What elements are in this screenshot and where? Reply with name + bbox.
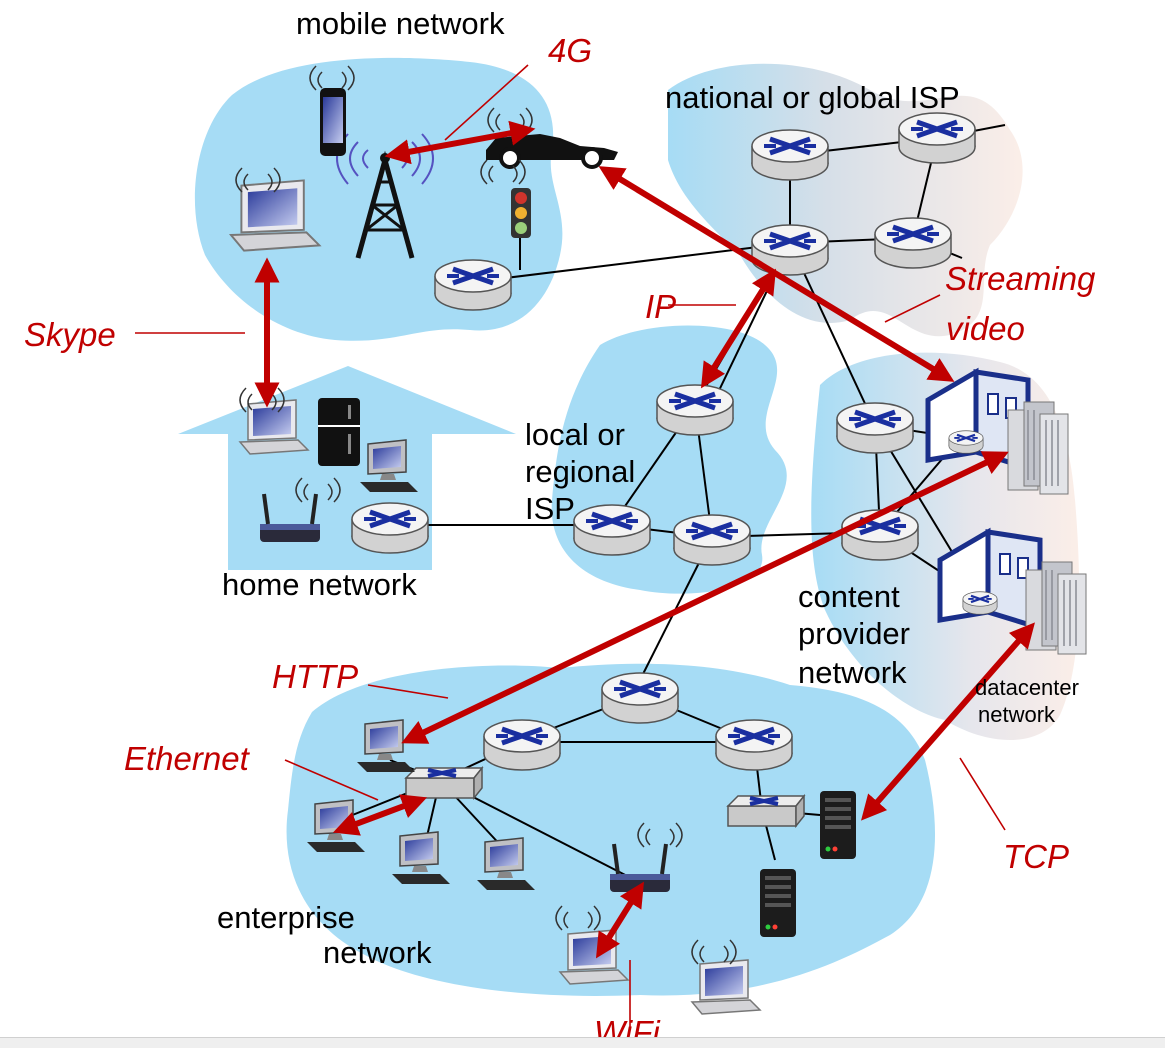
home-network-house [178, 366, 516, 570]
switch-icon [404, 766, 484, 800]
mobile-network-label: mobile network [296, 6, 505, 41]
server-rack-icon [1007, 401, 1069, 495]
router-icon [657, 385, 733, 435]
router-icon [837, 403, 913, 453]
car-icon [486, 134, 618, 169]
content-provider-label-line1: content [798, 579, 900, 614]
local-isp-label-line2: regional [525, 454, 635, 489]
protocol-label-video: video [946, 310, 1025, 347]
protocol-label-skype: Skype [24, 316, 116, 353]
router-icon [574, 505, 650, 555]
router-icon [435, 260, 511, 310]
router-icon [875, 218, 951, 268]
protocol-label-ip: IP [645, 288, 676, 325]
switch-icon [726, 794, 806, 828]
datacenter-label-line1: datacenter [975, 675, 1079, 700]
router-icon [752, 130, 828, 180]
content-provider-label-line2: provider [798, 616, 910, 651]
arrow-ethernet [332, 794, 428, 836]
datacenter-label-line2: network [978, 702, 1056, 727]
server-icon [760, 869, 796, 937]
local-isp-label-line1: local or [525, 417, 625, 452]
router-icon [961, 590, 999, 616]
router-icon [674, 515, 750, 565]
router-icon [602, 673, 678, 723]
protocol-label-tcp: TCP [1003, 838, 1069, 875]
protocol-label-4g: 4G [548, 32, 592, 69]
traffic-light-icon [511, 188, 531, 238]
bottom-scroll-strip [0, 1037, 1165, 1048]
protocol-label-streaming: Streaming [945, 260, 1096, 297]
arrow-http [401, 451, 1009, 744]
local-isp-label-line3: ISP [525, 491, 575, 526]
router-icon [484, 720, 560, 770]
router-icon [716, 720, 792, 770]
refrigerator-icon [318, 398, 360, 466]
router-icon [899, 113, 975, 163]
arrow-wifi [595, 881, 645, 959]
enterprise-network-label-line2: network [323, 935, 432, 970]
protocol-label-ethernet: Ethernet [124, 740, 251, 777]
protocol-arrows [254, 120, 1035, 959]
arrow-streaming [598, 166, 955, 382]
smartphone-icon [320, 88, 346, 156]
home-network-label: home network [222, 567, 417, 602]
national-isp-label: national or global ISP [665, 80, 960, 115]
router-icon [947, 429, 985, 455]
router-icon [842, 510, 918, 560]
router-icon [352, 503, 428, 553]
server-icon [820, 791, 856, 859]
content-provider-label-line3: network [798, 655, 907, 690]
arrow-tcp [861, 622, 1035, 821]
enterprise-network-label-line1: enterprise [217, 900, 355, 935]
protocol-label-http: HTTP [272, 658, 358, 695]
arrow-4g [384, 120, 536, 165]
server-rack-icon [1025, 561, 1087, 655]
